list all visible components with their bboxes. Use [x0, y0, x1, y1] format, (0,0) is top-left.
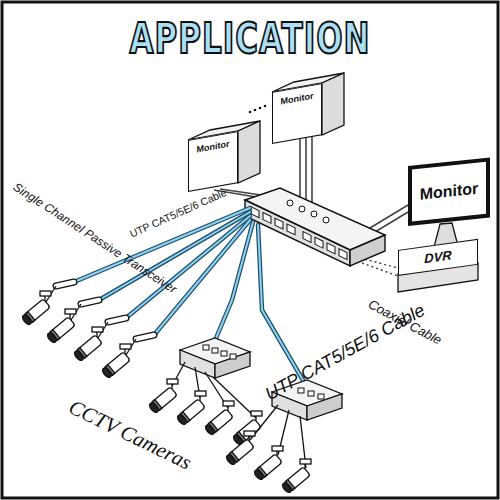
component-label: Single Channel Passive Transceiver [11, 181, 178, 296]
cctv-camera [73, 327, 103, 362]
coax-wire [362, 263, 398, 276]
transceiver-body [108, 318, 126, 322]
cctv-camera [21, 291, 51, 326]
utp-cable [258, 225, 304, 382]
node-text: Monitor [197, 140, 230, 156]
port [327, 243, 335, 254]
cctv-camera [101, 344, 131, 379]
coax-wire [375, 212, 408, 232]
cctv-camera [148, 379, 178, 414]
passive-transceivers [21, 282, 154, 379]
bnc-port [323, 217, 329, 223]
camera-wire [213, 377, 256, 418]
transceiver-outline [136, 335, 154, 339]
dot [249, 111, 252, 114]
utp-cable-outline [154, 220, 250, 335]
port [275, 218, 283, 229]
port [221, 351, 227, 356]
dvr-box: DVR [398, 239, 478, 276]
dot [264, 105, 267, 108]
port [287, 224, 295, 235]
node-text: Monitor [281, 92, 314, 108]
transceiver-body [81, 300, 99, 304]
cctv-camera [46, 309, 76, 344]
dvr-cables [360, 258, 398, 276]
port [298, 388, 304, 393]
utp-cable-outline [258, 225, 304, 382]
port [318, 394, 324, 399]
transceiver-body [56, 282, 74, 286]
utp-cable [154, 220, 250, 335]
transceiver-body [136, 335, 154, 339]
utp-cable [214, 222, 253, 343]
port [212, 348, 218, 353]
coax-wire [299, 139, 301, 200]
bnc-port [311, 211, 317, 217]
port [339, 249, 347, 260]
node-text: Monitor [420, 180, 479, 204]
monitor-side [238, 121, 260, 183]
coax-wire [311, 137, 313, 205]
hub-top-ports [287, 200, 329, 223]
box-side [307, 394, 342, 420]
node-text: DVR [424, 248, 451, 266]
cctv-camera [204, 401, 234, 436]
port [230, 354, 236, 359]
cctv-camera [176, 391, 206, 426]
transceiver-outline [81, 300, 99, 304]
hub-ports [251, 207, 347, 260]
dot [254, 109, 257, 112]
port [263, 213, 271, 224]
port [203, 345, 209, 350]
cctv-camera [281, 459, 311, 494]
port [303, 232, 311, 243]
crt-monitor: Monitor [272, 83, 322, 144]
transceiver-box [148, 338, 262, 446]
bnc-port [287, 200, 293, 206]
utp-cables [74, 208, 304, 382]
port [308, 391, 314, 396]
port [315, 237, 323, 248]
ellipsis-dots [249, 105, 267, 114]
dot [259, 107, 262, 110]
cctv-camera [253, 446, 283, 481]
hub-top [245, 188, 385, 250]
transceiver-outline [56, 282, 74, 286]
cctv-camera [225, 431, 255, 466]
title-banner: APPLICATION [129, 14, 370, 63]
coax-wire [370, 205, 408, 228]
component-label: CCTV Cameras [66, 396, 195, 473]
bnc-port [299, 206, 305, 212]
monitor-side [322, 73, 344, 135]
transceiver-box [225, 380, 342, 494]
flat-monitor: Monitor [408, 157, 490, 226]
hub-side [350, 235, 385, 266]
crt-monitor: Monitor [188, 131, 238, 192]
box-front [180, 350, 215, 378]
transceiver-outline [108, 318, 126, 322]
coax-wire [305, 138, 307, 202]
box-side [215, 352, 250, 378]
